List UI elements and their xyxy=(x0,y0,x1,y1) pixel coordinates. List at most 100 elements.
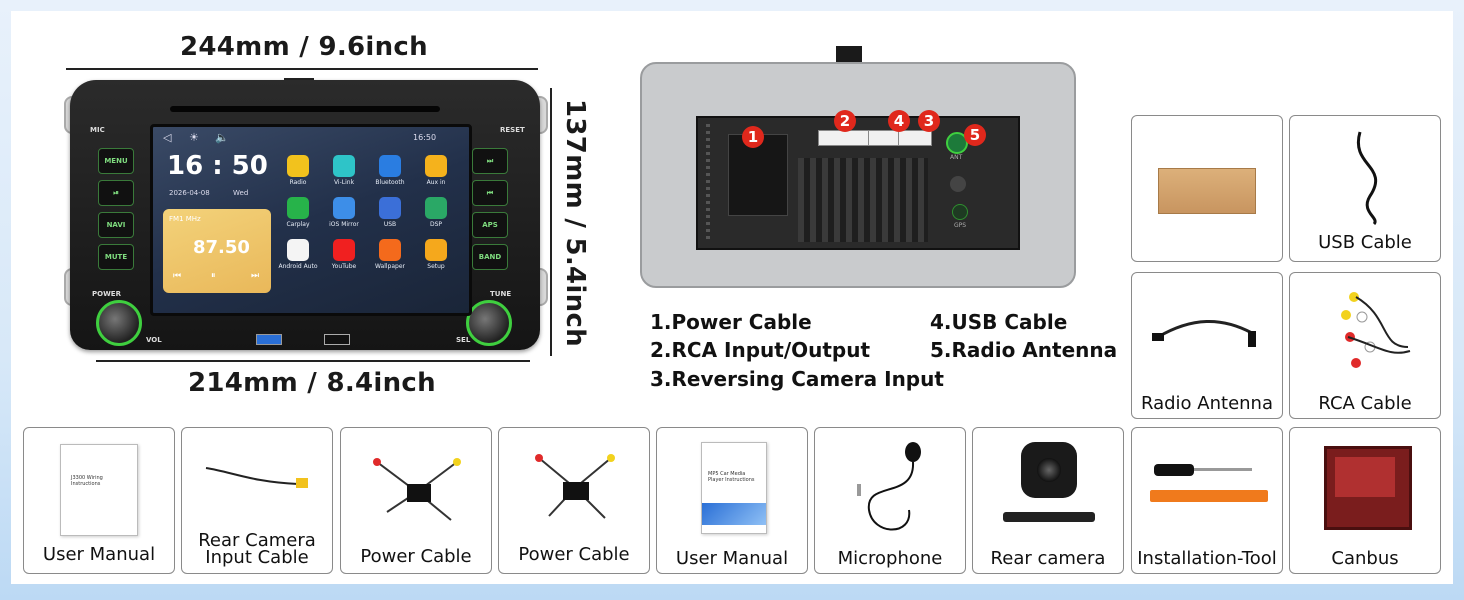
manual-cover xyxy=(702,503,766,525)
tile-label: Power Cable xyxy=(518,544,630,565)
prev-icon[interactable]: ⏮ xyxy=(173,271,182,281)
manual-image: MP5 Car Media Player Instructions xyxy=(701,442,767,534)
manual-text: J3300 Wiring Instructions xyxy=(71,475,103,487)
legend-camera: 3.Reversing Camera Input xyxy=(650,367,944,391)
rca-connector xyxy=(818,130,870,146)
next-button[interactable]: ⏭ xyxy=(472,148,508,174)
radio-head-unit: MIC RESET MENU ⏯ NAVI MUTE ⏭ ⏮ APS BAND … xyxy=(70,80,540,350)
volume-knob[interactable] xyxy=(96,300,142,346)
play-pause-button[interactable]: ⏯ xyxy=(98,180,134,206)
tile-label: USB Cable xyxy=(1318,232,1412,253)
reset-label: RESET xyxy=(500,126,525,134)
setup-app-icon[interactable] xyxy=(425,239,447,261)
tile-label: RCA Cable xyxy=(1318,393,1412,414)
usb-port xyxy=(256,334,282,345)
app-label: Radio xyxy=(289,179,307,186)
back-top-clip xyxy=(836,46,862,62)
volume-icon[interactable]: 🔈 xyxy=(215,131,229,144)
frequency: 87.50 xyxy=(193,237,250,258)
app-label: iOS Mirror xyxy=(329,221,359,228)
sel-label: SEL xyxy=(456,336,471,344)
app-label: Android Auto xyxy=(278,263,318,270)
antenna-image xyxy=(1152,319,1256,347)
port-badge-5: 5 xyxy=(964,124,986,146)
next-icon[interactable]: ⏭ xyxy=(251,271,260,281)
tile-rca-cable: RCA Cable xyxy=(1289,272,1441,419)
brightness-icon[interactable]: ☀ xyxy=(189,131,199,144)
tune-label: TUNE xyxy=(490,290,512,298)
tile-power-cable: Power Cable xyxy=(340,427,492,574)
power-cable-image xyxy=(373,458,461,521)
tune-knob[interactable] xyxy=(466,300,512,346)
height-line xyxy=(550,88,552,356)
usb-connector xyxy=(868,130,900,146)
band-button[interactable]: BAND xyxy=(472,244,508,270)
port-badge-1: 1 xyxy=(742,126,764,148)
tile-label: Installation-Tool xyxy=(1137,548,1277,569)
tile-radio-antenna: Radio Antenna xyxy=(1131,272,1283,419)
clock-date: 2026-04-08 xyxy=(169,189,210,197)
top-width-line xyxy=(66,68,538,70)
clock-weekday: Wed xyxy=(233,189,249,197)
menu-button[interactable]: MENU xyxy=(98,148,134,174)
ios-mirror-app-icon[interactable] xyxy=(333,197,355,219)
back-icon[interactable]: ◁ xyxy=(163,131,172,144)
app-label: Bluetooth xyxy=(375,179,405,186)
pause-icon[interactable]: ⏸ xyxy=(211,271,216,281)
tile-box xyxy=(1131,115,1283,262)
port-badge-2: 2 xyxy=(834,110,856,132)
usb-app-icon[interactable] xyxy=(379,197,401,219)
legend-antenna: 5.Radio Antenna xyxy=(930,338,1118,362)
radio-app-icon[interactable] xyxy=(287,155,309,177)
power-connector xyxy=(728,134,788,216)
pry-tool xyxy=(1150,490,1268,502)
wallpaper-app-icon[interactable] xyxy=(379,239,401,261)
camera-lens xyxy=(1037,458,1061,482)
tile-label: Microphone xyxy=(837,548,943,569)
vi-link-app-icon[interactable] xyxy=(333,155,355,177)
legend-power-cable: 1.Power Cable xyxy=(650,310,812,334)
disc-slot xyxy=(170,106,440,112)
radio-widget[interactable]: FM1 MHz 87.50 ⏮ ⏸ ⏭ xyxy=(163,209,271,293)
camera-bracket xyxy=(1003,512,1095,522)
carplay-app-icon[interactable] xyxy=(287,197,309,219)
mute-button[interactable]: MUTE xyxy=(98,244,134,270)
tile-user-manual: J3300 Wiring Instructions User Manual xyxy=(23,427,175,574)
bottom-width-label: 214mm / 8.4inch xyxy=(188,368,436,398)
camera-image xyxy=(1021,442,1077,498)
box-image xyxy=(1158,168,1256,214)
navi-button[interactable]: NAVI xyxy=(98,212,134,238)
app-label: Wallpaper xyxy=(374,263,405,270)
power-label: POWER xyxy=(92,290,121,298)
prev-button[interactable]: ⏮ xyxy=(472,180,508,206)
tile-label: Radio Antenna xyxy=(1140,393,1273,414)
android-auto-app-icon[interactable] xyxy=(287,239,309,261)
aux-in-app-icon[interactable] xyxy=(425,155,447,177)
canbus-image xyxy=(1324,446,1412,530)
vol-label: VOL xyxy=(146,336,162,344)
app-label: Aux in xyxy=(426,179,446,186)
canbus-label-area xyxy=(1335,457,1395,497)
legend-rca: 2.RCA Input/Output xyxy=(650,338,871,362)
aps-button[interactable]: APS xyxy=(472,212,508,238)
gps-port xyxy=(952,204,968,220)
app-label: YouTube xyxy=(331,263,357,270)
bluetooth-app-icon[interactable] xyxy=(379,155,401,177)
usb-cable-image xyxy=(1356,131,1378,226)
dsp-app-icon[interactable] xyxy=(425,197,447,219)
status-time: 16:50 xyxy=(413,133,437,142)
ant-label: ANT xyxy=(950,154,963,161)
youtube-app-icon[interactable] xyxy=(333,239,355,261)
app-label: Carplay xyxy=(286,221,310,228)
tile-label: Canbus xyxy=(1331,548,1399,569)
tile-installation-tool: Installation-Tool xyxy=(1131,427,1283,574)
microphone-image xyxy=(857,442,921,531)
legend-usb: 4.USB Cable xyxy=(930,310,1068,334)
touch-screen[interactable]: ◁ ☀ 🔈 16:50 16 : 50 2026-04-08 Wed FM1 M… xyxy=(150,124,472,316)
tile-rear-camera: Rear camera xyxy=(972,427,1124,574)
knob-hole xyxy=(950,176,966,192)
back-panel: ANT GPS 1 2 4 3 5 xyxy=(640,62,1076,288)
tile-rear-camera-input-cable: Rear Camera Input Cable xyxy=(181,427,333,574)
tile-label: User Manual xyxy=(675,548,789,569)
tile-user-manual-2: MP5 Car Media Player Instructions User M… xyxy=(656,427,808,574)
